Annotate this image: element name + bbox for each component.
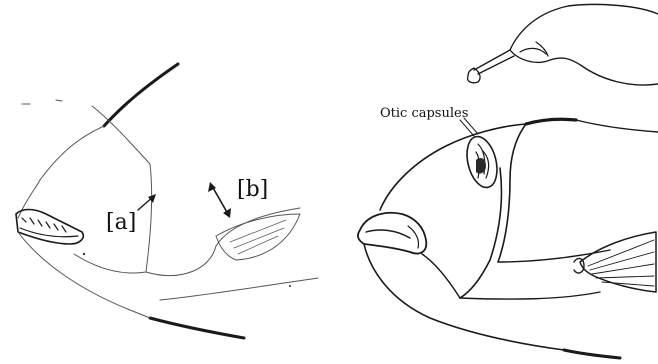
- dorsal-contour-left: [104, 64, 178, 126]
- mouth-outline-right: [358, 213, 426, 254]
- preopercle-curve: [74, 106, 152, 273]
- head-top-outline: [380, 124, 526, 210]
- belly-contour-left: [150, 318, 244, 338]
- hand-outline: [510, 4, 658, 50]
- left-panel-fish-head: [a] [b]: [0, 0, 336, 364]
- label-b: [b]: [237, 177, 268, 202]
- left-fish-drawing: [0, 0, 336, 364]
- right-fish-drawing: [350, 0, 658, 364]
- label-a: [a]: [106, 210, 136, 235]
- pectoral-fin-left: [216, 214, 300, 260]
- dorsal-contour-right: [526, 119, 576, 124]
- right-panel-fish-dissection: Otic capsules: [350, 0, 658, 364]
- belly-contour-right: [564, 350, 620, 358]
- forceps-tool: [474, 50, 514, 74]
- arrow-b: [212, 186, 228, 214]
- label-otic-capsules: Otic capsules: [380, 106, 468, 121]
